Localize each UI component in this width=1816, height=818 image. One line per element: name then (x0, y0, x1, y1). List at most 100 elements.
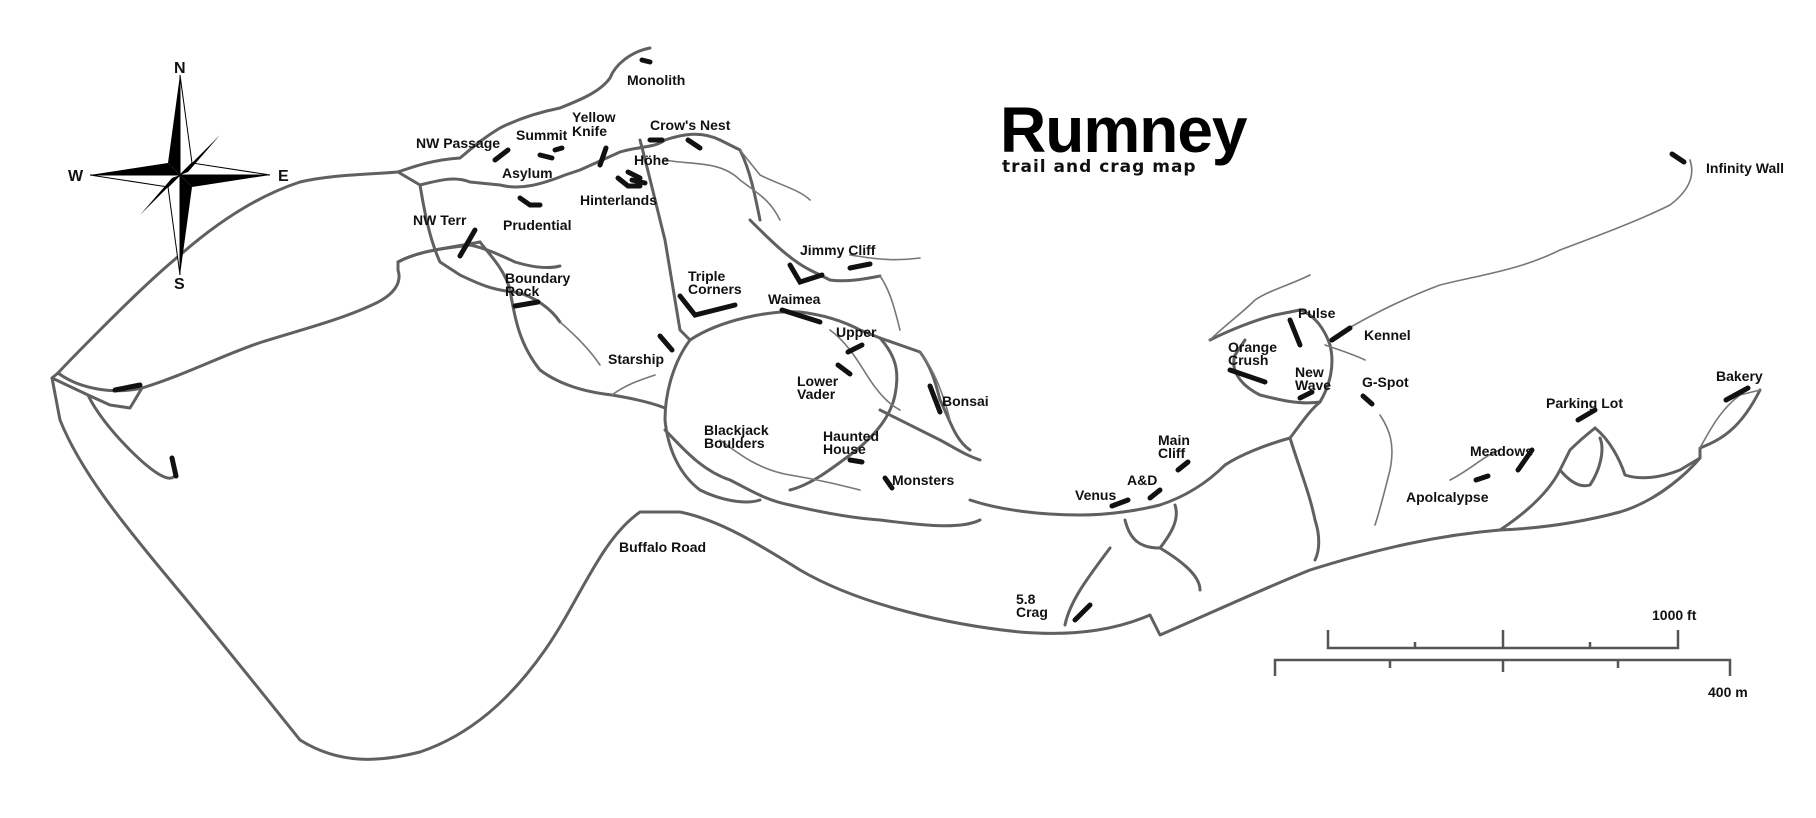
label-triple-corners-1: Triple (688, 268, 726, 284)
label-new-wave-1: New (1295, 364, 1324, 380)
label-pulse: Pulse (1298, 305, 1336, 321)
crag-marker-apolcalypse (1473, 473, 1491, 483)
label-blackjack-boulders-2: Boulders (704, 435, 765, 451)
compass-diagonal-ne (180, 135, 220, 175)
compass-south-arm-dark (180, 175, 192, 275)
side-path-3 (849, 254, 921, 261)
side-path-1 (664, 159, 781, 221)
trail-venus (968, 463, 1227, 517)
label-haunted-house-2: House (823, 441, 866, 457)
trail-waimea (688, 310, 882, 342)
crag-marker-nw-passage (492, 147, 511, 163)
scale-label-metric: 400 m (1708, 684, 1748, 700)
map-subtitle: trail and crag map (1002, 157, 1197, 177)
map-labels: Buffalo Road Monolith Crow's Nest Yellow… (413, 72, 1784, 620)
label-lower-vader-1: Lower (797, 373, 839, 389)
crag-marker-upper (845, 342, 865, 355)
trail-east-f (1558, 426, 1702, 488)
crag-marker-bakery (1723, 385, 1751, 403)
crag-marker-yellow-knife (597, 145, 609, 168)
label-kennel: Kennel (1364, 327, 1411, 343)
crag-marker-monsters (882, 475, 895, 491)
label-main-cliff-1: Main (1158, 432, 1190, 448)
crag-marker-lower-vader (835, 362, 853, 377)
label-hinterlands: Hinterlands (580, 192, 657, 208)
label-five-eight-2: Crag (1016, 604, 1048, 620)
side-path-11 (719, 439, 861, 491)
compass-north-arm-light (179, 74, 193, 177)
compass-west-arm-dark (90, 163, 180, 175)
crag-marker-a-and-d (1147, 487, 1163, 501)
label-new-wave-2: Wave (1295, 377, 1331, 393)
label-yellow-knife-2: Knife (572, 123, 607, 139)
trail-central-b (663, 428, 982, 528)
side-path-infinity (1329, 159, 1693, 341)
label-boundary-rock-1: Boundary (505, 270, 571, 286)
trail-southwest (56, 170, 400, 375)
crag-marker-bonsai (927, 383, 943, 415)
crag-marker-meadows (1515, 447, 1535, 473)
trail-crow (663, 132, 762, 222)
crag-marker-asylum (517, 195, 543, 208)
label-meadows: Meadows (1470, 443, 1533, 459)
crag-marker-g-spot (1360, 393, 1375, 407)
trail-central-e (878, 408, 982, 462)
label-hohe: Höhe (634, 152, 669, 168)
trail-central-c (788, 336, 899, 492)
side-path-4 (829, 329, 901, 411)
crag-marker-jimmy-cliff (787, 261, 873, 285)
label-main-cliff-2: Cliff (1158, 445, 1186, 461)
label-a-and-d: A&D (1127, 472, 1157, 488)
trail-jimmy (748, 218, 882, 283)
label-orange-crush-1: Orange (1228, 339, 1277, 355)
label-parking-lot: Parking Lot (1546, 395, 1623, 411)
label-venus: Venus (1075, 487, 1116, 503)
crag-marker-triple-corners (677, 293, 738, 318)
crag-marker-five-eight (1072, 602, 1093, 623)
trail-network (50, 46, 1762, 761)
side-path-6 (919, 351, 951, 421)
label-boundary-rock-2: Rock (505, 283, 539, 299)
label-triple-corners-2: Corners (688, 281, 742, 297)
crag-marker-new-wave (1297, 389, 1315, 401)
label-blackjack-boulders-1: Blackjack (704, 422, 769, 438)
crag-marker-monolith (639, 57, 653, 65)
compass-label-w: W (68, 168, 84, 185)
trail-east-a (1223, 400, 1322, 467)
compass-label-n: N (174, 60, 186, 77)
label-five-eight-1: 5.8 (1016, 591, 1036, 607)
side-paths (559, 149, 1761, 526)
label-yellow-knife-1: Yellow (572, 109, 616, 125)
label-g-spot: G-Spot (1362, 374, 1409, 390)
label-nw-passage: NW Passage (416, 135, 500, 151)
crag-marker-parking-lot (1575, 407, 1598, 423)
side-path-5 (879, 275, 901, 331)
label-orange-crush-2: Crush (1228, 352, 1268, 368)
label-apolcalypse: Apolcalypse (1406, 489, 1489, 505)
compass-label-s: S (174, 276, 185, 293)
label-starship: Starship (608, 351, 664, 367)
label-waimea: Waimea (768, 291, 821, 307)
scale-bar-imperial (1326, 630, 1680, 650)
label-monolith: Monolith (627, 72, 685, 88)
trail-east-c (1208, 308, 1334, 404)
trail-nw-d (396, 243, 562, 269)
compass-diagonal-sw (140, 175, 180, 215)
label-summit: Summit (516, 127, 568, 143)
side-path-14 (1449, 449, 1501, 481)
crag-marker-venus (1109, 497, 1131, 509)
buffalo-road (58, 388, 1762, 761)
label-crows-nest: Crow's Nest (650, 117, 731, 133)
crag-marker-hohe (625, 169, 648, 186)
crag-marker-main-cliff (1175, 459, 1191, 473)
side-path-9 (1324, 344, 1366, 361)
crag-marker-nw-terr (457, 227, 478, 259)
label-haunted-house-1: Haunted (823, 428, 879, 444)
scale-label-imperial: 1000 ft (1652, 607, 1697, 623)
compass-label-e: E (278, 168, 289, 185)
side-path-12 (559, 321, 601, 366)
label-jimmy-cliff: Jimmy Cliff (800, 242, 876, 258)
label-bakery: Bakery (1716, 368, 1763, 384)
trail-west-peninsula (50, 376, 177, 480)
